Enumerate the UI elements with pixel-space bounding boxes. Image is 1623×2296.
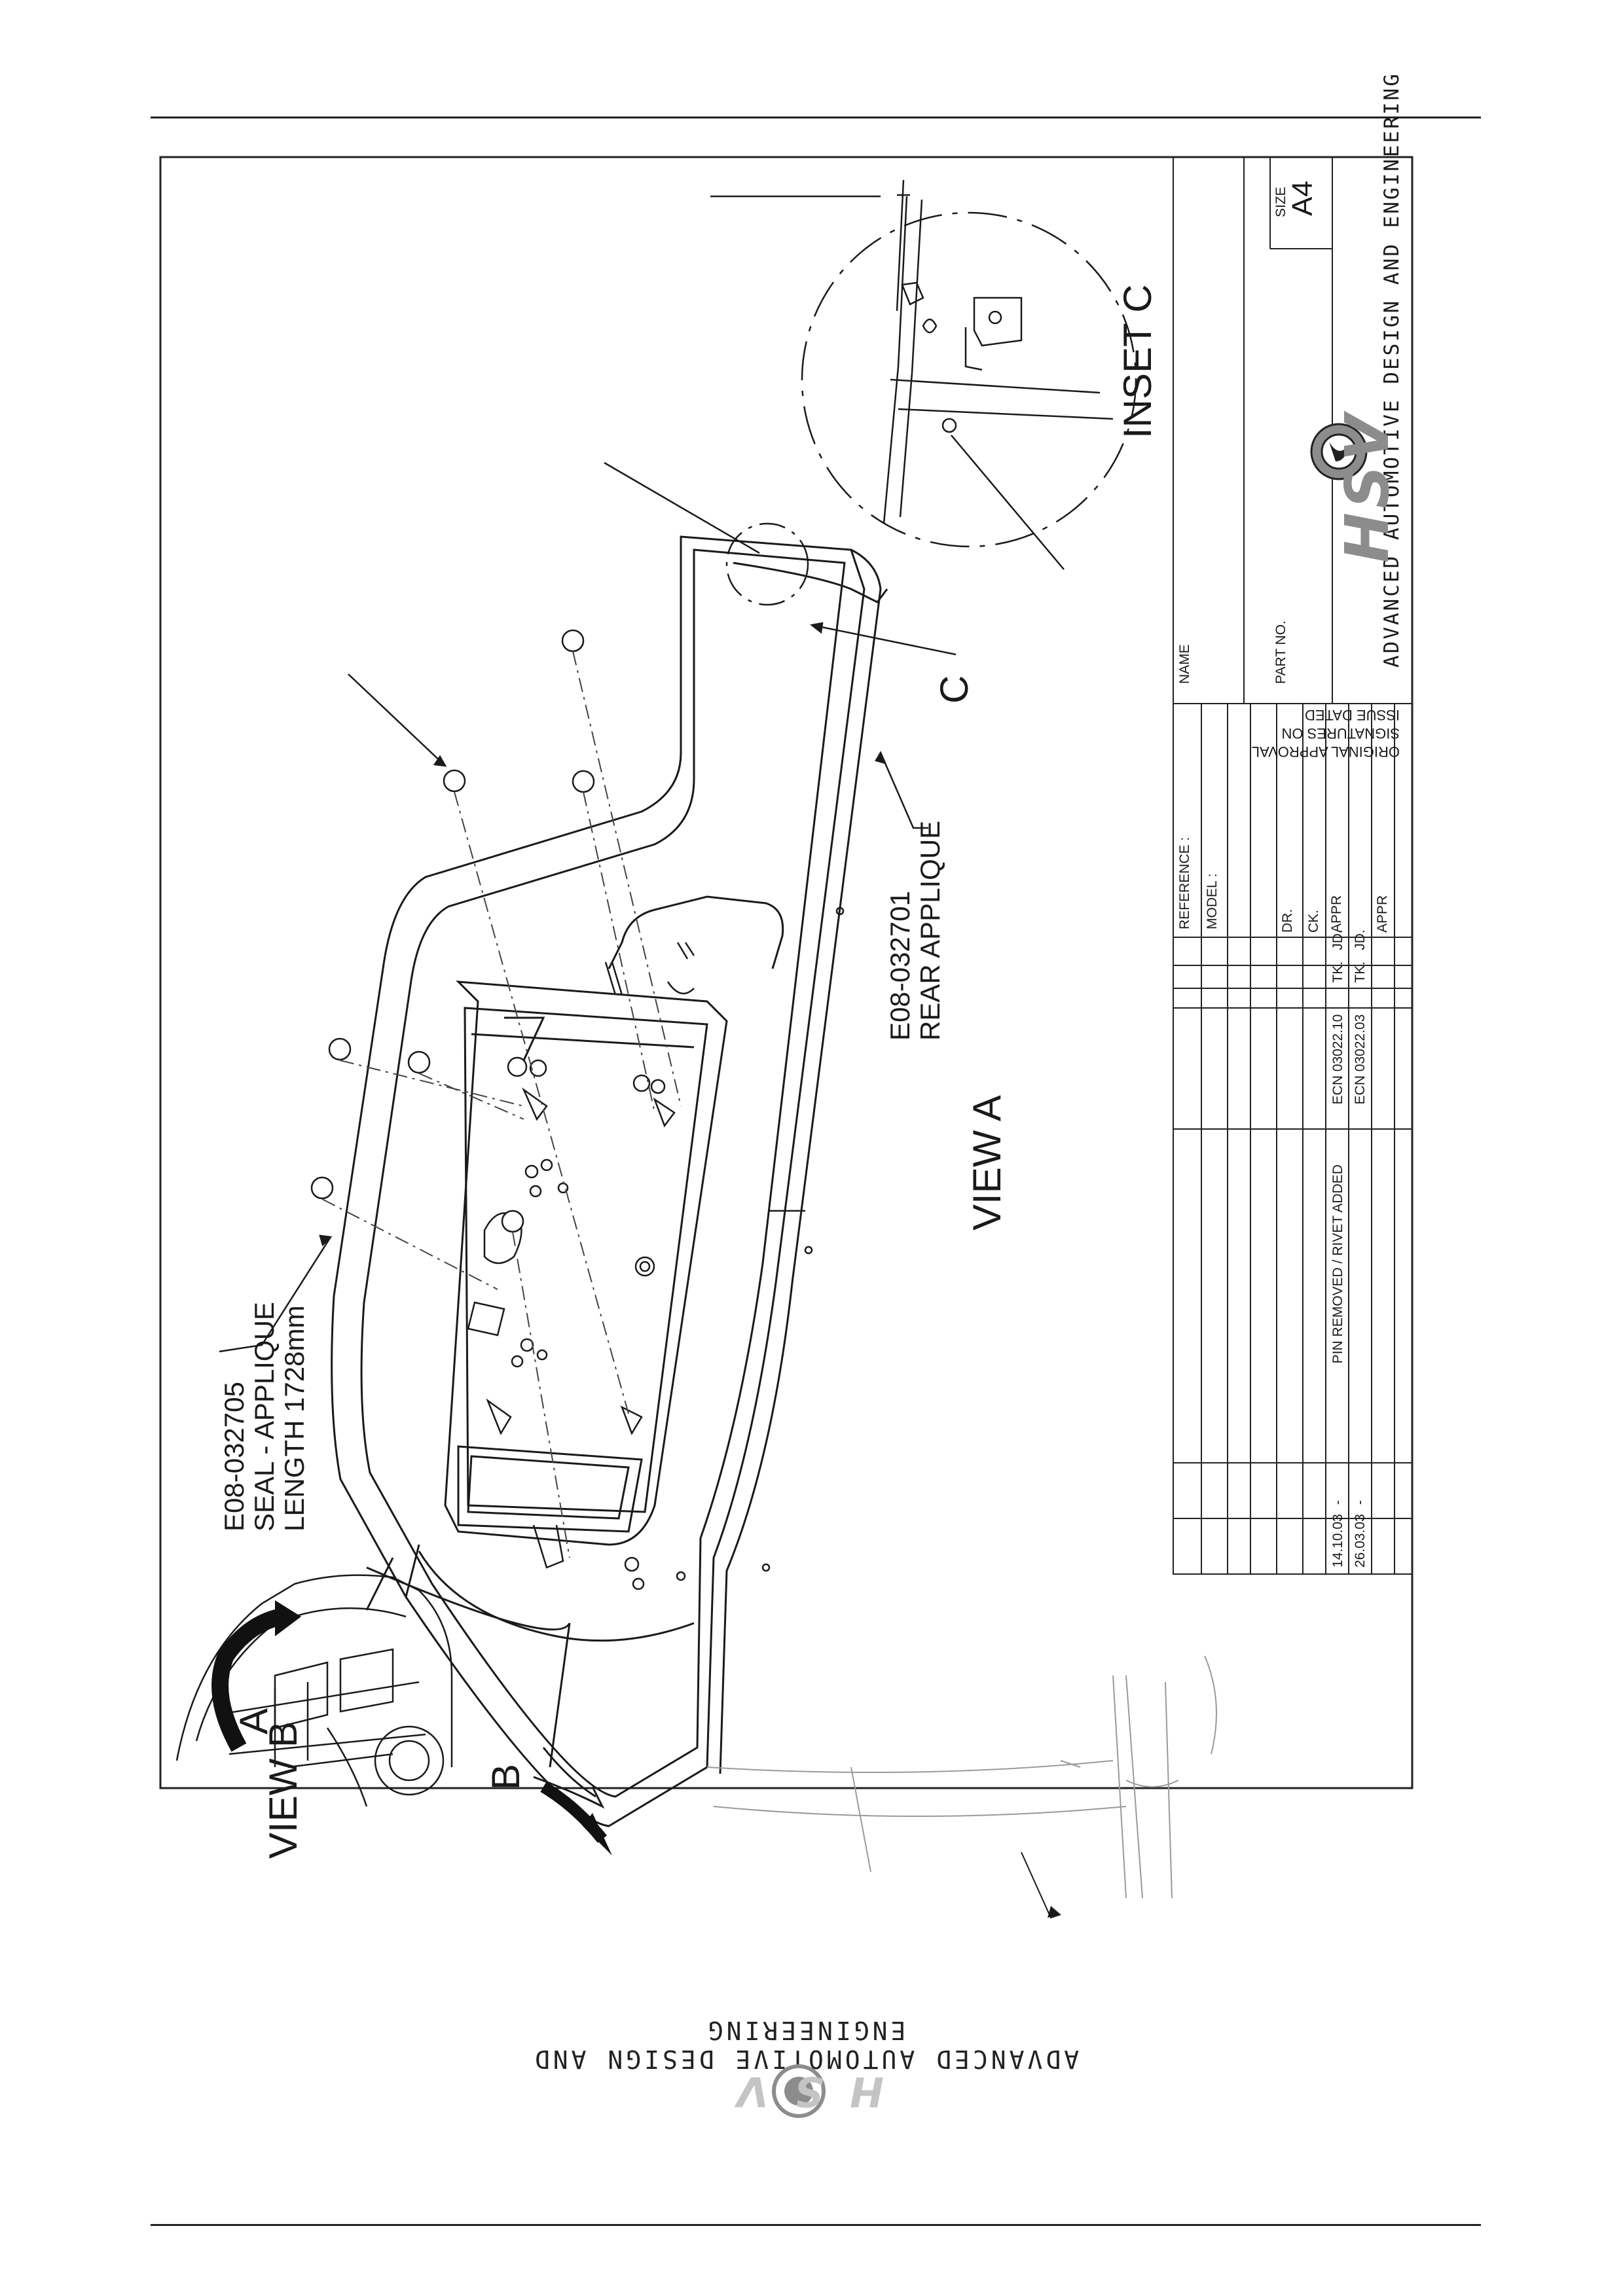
rev2-dash: - [1353, 1500, 1368, 1505]
rev1-ecn: ECN 03022.10 [1330, 1014, 1345, 1105]
rev-row-2: 26.03.03 - ECN 03022.03 TK. JD. [1353, 929, 1368, 1568]
push-clips [310, 629, 595, 1233]
rev1-date: 14.10.03 [1330, 1514, 1345, 1568]
tb-orig-line1: ORIGINAL APPROVAL [1251, 744, 1400, 760]
callout-b: B [484, 1763, 528, 1790]
inset-c [710, 179, 1137, 606]
tb-orig-line2: SIGNATURES ON [1281, 725, 1400, 742]
rear-part-number: E08-032701 [884, 891, 915, 1041]
footer-logo-text: HSV [710, 2068, 884, 2115]
rev1-jd: JD. [1330, 929, 1345, 950]
seal-length: LENGTH 1728mm [279, 1305, 310, 1532]
footer-hsv-logo: HSV [710, 2062, 884, 2121]
bottom-rule [151, 2224, 1481, 2226]
rev1-dash: - [1330, 1500, 1345, 1505]
inset-c-label: INSET C [1116, 284, 1159, 439]
tb-original-approval: ORIGINAL APPROVAL SIGNATURES ON ISSUE DA… [1203, 706, 1400, 761]
rev2-date: 26.03.03 [1353, 1514, 1368, 1568]
tb-orig-line3: ISSUE DATED [1304, 707, 1400, 723]
rev2-ecn: ECN 03022.03 [1353, 1014, 1368, 1105]
rev-row-1: 14.10.03 - PIN REMOVED / RIVET ADDED ECN… [1330, 929, 1346, 1568]
rev1-desc: PIN REMOVED / RIVET ADDED [1330, 1164, 1345, 1364]
seal-label: E08-032705 SEAL - APPLIQUE LENGTH 1728mm [219, 1302, 310, 1532]
tb-dr: DR. [1280, 908, 1295, 933]
rev2-jd: JD. [1353, 929, 1368, 950]
tb-size-value: A4 [1286, 181, 1319, 216]
rev1-tk: TK. [1330, 961, 1345, 983]
tb-name: NAME [1177, 644, 1192, 684]
seal-name: SEAL - APPLIQUE [249, 1302, 280, 1532]
rear-name: REAR APPLIQUE [915, 820, 945, 1041]
tb-company: ADVANCED AUTOMOTIVE DESIGN AND ENGINEERI… [1380, 72, 1404, 668]
rear-applique-label: E08-032701 REAR APPLIQUE [884, 820, 945, 1041]
rev2-tk: TK. [1353, 961, 1368, 983]
tb-model: MODEL : [1205, 873, 1220, 929]
tb-reference: REFERENCE : [1177, 836, 1192, 929]
rear-applique-outline [331, 535, 888, 1827]
tb-appr-1: APPR [1329, 895, 1344, 933]
vehicle-thumbnail [175, 1574, 453, 1807]
view-a-arrow [211, 1608, 283, 1752]
hsv-logo [1310, 423, 1368, 480]
tb-part-no: PART NO. [1273, 620, 1288, 684]
seal-part-number: E08-032705 [219, 1382, 249, 1532]
tb-ck: CK. [1306, 909, 1321, 933]
view-a-label: VIEW A [965, 1095, 1009, 1230]
view-b-leader [1021, 1852, 1061, 1919]
callout-a: A [232, 1708, 276, 1734]
applique-hardware [467, 906, 845, 1590]
assembly-lines [321, 651, 682, 1558]
callout-c: C [932, 675, 976, 704]
tb-appr-2: APPR [1375, 895, 1390, 933]
view-b-label: VIEW B [261, 1721, 305, 1859]
footer-logo-mark [772, 2064, 826, 2118]
top-rule [151, 117, 1481, 118]
drawing-frame [159, 156, 1413, 1789]
leader-lines [219, 461, 957, 1353]
tb-logo-text: HSV [1332, 410, 1402, 563]
view-b-sketch [706, 1655, 1217, 1899]
title-block-grid [1173, 156, 1413, 1575]
